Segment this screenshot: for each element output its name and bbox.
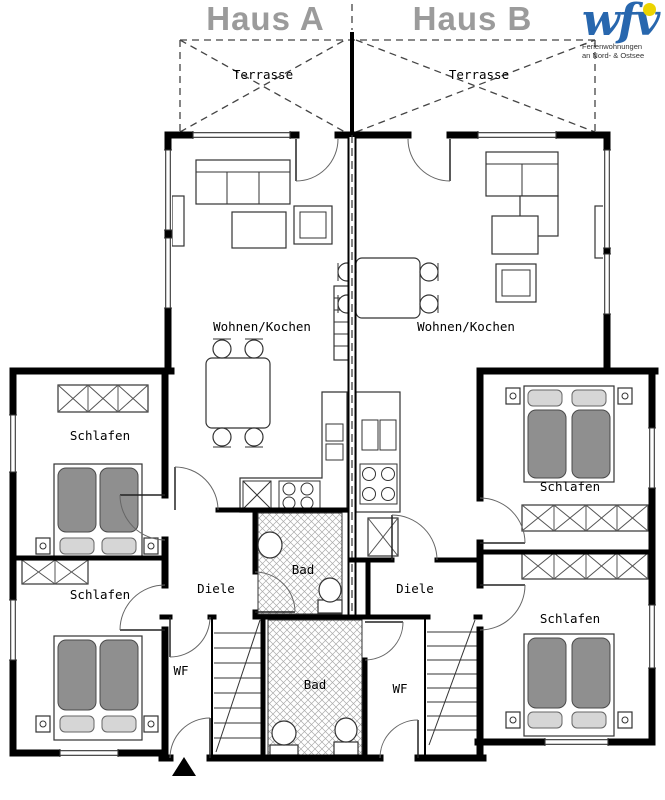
sink-icon [269,744,299,756]
door-arc [119,494,166,541]
windows [9,131,656,757]
door-arc [479,584,526,631]
window-icon [192,131,291,139]
double-bed [35,635,159,741]
window-icon [544,738,609,746]
living-furniture-b [337,151,606,319]
wardrobe-icon [521,504,649,532]
window-icon [59,749,119,757]
room-label-wohnen-a: Wohnen/Kochen [213,319,311,334]
wardrobe-icon [21,559,89,585]
window-icon [648,604,656,669]
double-bed [35,463,159,559]
window-icon [164,149,172,231]
window-icon [164,237,172,309]
room-label-bad-b: Bad [304,677,327,692]
door-arc [295,138,339,182]
interior-walls [10,507,655,761]
door-arc [391,514,438,561]
window-icon [9,599,17,661]
room-label-wohnen-b: Wohnen/Kochen [417,319,515,334]
stairs-b [427,619,477,746]
door-arc [379,719,419,759]
double-bed [505,385,633,483]
door-arc [479,497,526,544]
door-arc [169,616,211,658]
door-arc [364,621,404,661]
doors [119,138,526,759]
door-arc [174,466,219,511]
window-icon [603,253,611,315]
room-label-wf-a: WF [173,663,188,678]
logo-tagline-1: Ferienwohnungen [582,41,643,51]
terrace-outline [179,4,596,133]
logo-dot-icon [643,3,656,16]
room-label-schlafen-a1: Schlafen [70,428,130,443]
sink-icon [361,419,379,451]
wardrobe-icon [57,384,149,413]
window-icon [648,427,656,489]
toilet-icon [333,741,359,756]
kitchen-b [355,391,401,557]
room-labels: Terrasse Terrasse Wohnen/Kochen Wohnen/K… [70,67,600,696]
room-label-terrasse-a: Terrasse [233,67,293,82]
window-icon [603,149,611,249]
room-label-diele-a: Diele [197,581,235,596]
sink-icon [257,531,283,559]
stairs-a [214,619,261,753]
room-label-schlafen-a2: Schlafen [70,587,130,602]
room-label-wf-b: WF [392,681,407,696]
haus-a-title: Haus A [206,0,325,37]
door-arc [407,138,451,182]
logo-tagline-2: an Nord- & Ostsee [582,51,645,61]
room-label-schlafen-b2: Schlafen [540,611,600,626]
room-label-diele-b: Diele [396,581,434,596]
bathroom-a-fixtures [257,531,343,614]
room-label-terrasse-b: Terrasse [449,67,509,82]
entrance-arrow-icon [172,757,196,776]
door-arc [169,717,211,759]
window-icon [9,414,17,473]
door-arc [254,571,296,613]
stove-icon [282,482,296,496]
haus-b-title: Haus B [412,0,533,37]
door-arc [119,584,166,631]
wardrobe-icon [521,552,649,580]
double-bed [505,633,633,737]
window-icon [477,131,557,139]
bedroom-furniture [21,384,649,741]
room-label-schlafen-b1: Schlafen [540,479,600,494]
interior-partitions [211,616,426,759]
room-label-bad-a: Bad [292,562,315,577]
wfv-logo: wfv Ferienwohnungen an Nord- & Ostsee [582,0,664,70]
